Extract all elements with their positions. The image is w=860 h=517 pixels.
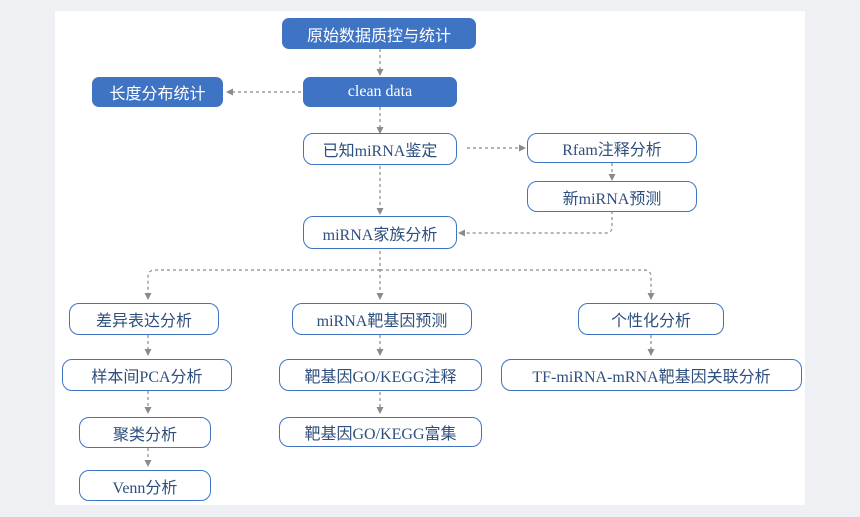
node-label: 长度分布统计: [109, 86, 206, 103]
node-label: 样本间PCA分析: [91, 369, 203, 386]
node-venn[interactable]: Venn分析: [79, 470, 211, 501]
node-label: 聚类分析: [112, 426, 177, 444]
node-label: Venn分析: [112, 479, 178, 497]
node-label: miRNA靶基因预测: [316, 313, 448, 330]
node-label: 差异表达分析: [95, 313, 192, 330]
edge-family-to-personal: [380, 269, 655, 300]
node-mirna-family[interactable]: miRNA家族分析: [303, 216, 457, 249]
node-known-mirna[interactable]: 已知miRNA鉴定: [303, 133, 457, 165]
node-clustering[interactable]: 聚类分析: [79, 417, 211, 448]
node-label: clean data: [347, 83, 413, 100]
edge-novel-to-family: [458, 211, 613, 237]
node-go-kegg-annotation[interactable]: 靶基因GO/KEGG注释: [279, 359, 482, 391]
node-novel-mirna[interactable]: 新miRNA预测: [527, 181, 697, 212]
node-label: 靶基因GO/KEGG注释: [304, 369, 457, 386]
edge-family-to-diff: [144, 269, 380, 300]
node-sample-pca[interactable]: 样本间PCA分析: [62, 359, 232, 391]
node-differential-expression[interactable]: 差异表达分析: [69, 303, 219, 335]
node-label: 新miRNA预测: [562, 190, 662, 208]
node-clean-data[interactable]: clean data: [303, 77, 457, 107]
node-label: 靶基因GO/KEGG富集: [304, 426, 457, 443]
node-target-prediction[interactable]: miRNA靶基因预测: [292, 303, 472, 335]
node-label: 个性化分析: [610, 313, 691, 330]
node-label: 已知miRNA鉴定: [322, 143, 438, 160]
node-tf-mirna-mrna-association[interactable]: TF-miRNA-mRNA靶基因关联分析: [501, 359, 802, 391]
node-length-distribution[interactable]: 长度分布统计: [92, 77, 223, 107]
node-raw-data-qc[interactable]: 原始数据质控与统计: [282, 18, 476, 49]
node-label: miRNA家族分析: [322, 226, 438, 244]
flowchart-canvas: 原始数据质控与统计 长度分布统计 clean data 已知miRNA鉴定 Rf…: [55, 11, 805, 505]
node-label: 原始数据质控与统计: [306, 27, 451, 45]
node-rfam-annotation[interactable]: Rfam注释分析: [527, 133, 697, 163]
node-label: Rfam注释分析: [562, 142, 662, 159]
node-personalized-analysis[interactable]: 个性化分析: [578, 303, 724, 335]
node-go-kegg-enrichment[interactable]: 靶基因GO/KEGG富集: [279, 417, 482, 447]
flowchart-edges: [144, 49, 655, 467]
node-label: TF-miRNA-mRNA靶基因关联分析: [532, 369, 771, 386]
